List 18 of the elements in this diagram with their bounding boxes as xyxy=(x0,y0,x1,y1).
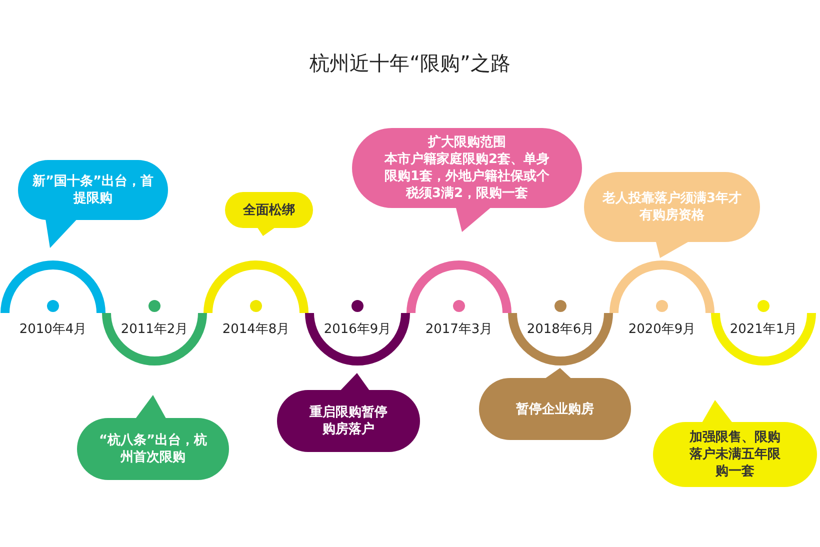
date-label: 2020年9月 xyxy=(628,321,696,338)
date-label: 2021年1月 xyxy=(730,321,798,338)
title: 杭州近十年“限购”之路 xyxy=(308,50,512,77)
bubble-text: 本市户籍家庭限购2套、单身限购1套，外地户籍社保或个税须3满2，限购一套 xyxy=(383,151,551,202)
date-label: 2014年8月 xyxy=(222,321,290,338)
bubble-text: “杭八条”出台，杭州首次限购 xyxy=(98,432,208,466)
bubble-text: 暂停企业购房 xyxy=(516,400,594,418)
bubble-text: 扩大限购范围 xyxy=(428,134,506,151)
bubble-text: 新”国十条”出台，首提限购 xyxy=(31,173,155,207)
date-label: 2016年9月 xyxy=(324,321,392,338)
date-label: 2010年4月 xyxy=(19,321,87,338)
date-label: 2017年3月 xyxy=(425,321,493,338)
date-label: 2011年2月 xyxy=(120,321,188,338)
bubble-text: 全面松绑 xyxy=(243,202,295,218)
date-label: 2018年6月 xyxy=(526,321,594,338)
bubble-text: 重启限购暂停购房落户 xyxy=(308,404,388,438)
bubble-text: 加强限售、限购落户未满五年限购一套 xyxy=(688,429,782,480)
bubble-text: 老人投靠落户须满3年才有购房资格 xyxy=(601,190,743,224)
